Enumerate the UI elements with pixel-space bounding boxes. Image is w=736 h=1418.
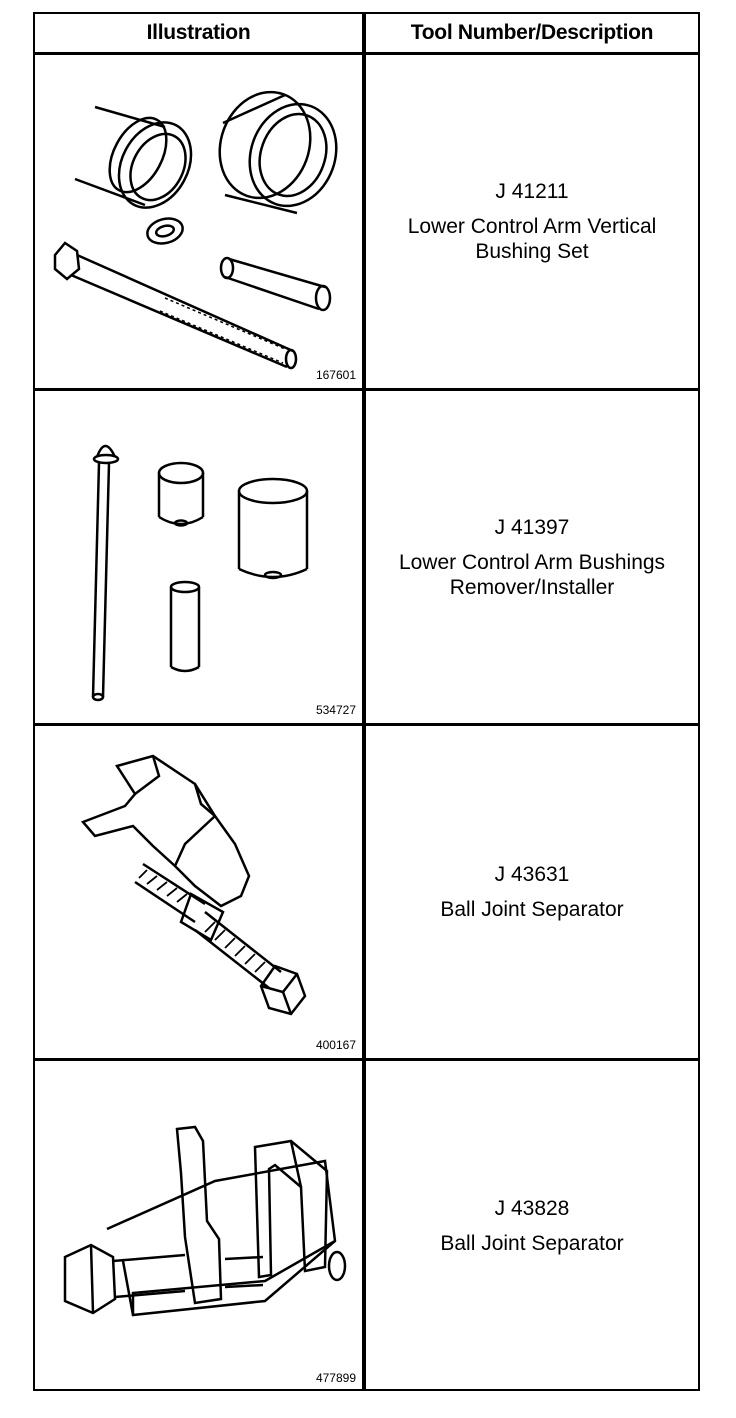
header-illustration: Illustration xyxy=(146,21,251,44)
tool-number: J 41397 xyxy=(494,515,570,539)
tool-description: Ball Joint Separator xyxy=(440,1232,624,1255)
header-tool-description: Tool Number/Description xyxy=(410,21,654,44)
ball-joint-separator-illustration: 477899 xyxy=(35,1061,362,1391)
tool-description: Ball Joint Separator xyxy=(440,898,624,921)
description-cell: J 43828 Ball Joint Separator xyxy=(366,1061,698,1391)
figure-number: 400167 xyxy=(315,1038,356,1052)
table-row: 477899 J 43828 Ball Joint Separator xyxy=(35,1061,698,1391)
figure-number: 534727 xyxy=(315,703,356,717)
figure-number: 477899 xyxy=(315,1371,356,1385)
bushing-set-illustration: 167601 xyxy=(35,55,362,388)
header-divider xyxy=(35,52,698,55)
tool-number: J 41211 xyxy=(495,180,569,203)
row-divider xyxy=(35,1058,698,1061)
table-row: 400167 J 43631 Ball Joint Separator xyxy=(35,726,698,1058)
tool-number: J 43631 xyxy=(494,863,570,886)
row-divider xyxy=(35,388,698,391)
column-divider xyxy=(362,14,366,1389)
table-row: 534727 J 41397 Lower Control Arm Bushing… xyxy=(35,391,698,723)
figure-number: 167601 xyxy=(315,368,356,382)
tool-table: Illustration Tool Number/Description xyxy=(33,12,700,1391)
remover-installer-illustration: 534727 xyxy=(35,391,362,723)
tool-description: Lower Control Arm Bushings Remover/Insta… xyxy=(398,550,666,599)
row-divider xyxy=(35,723,698,726)
table-row: 167601 J 41211 Lower Control Arm Vertica… xyxy=(35,55,698,388)
tool-number: J 43828 xyxy=(494,1197,570,1220)
description-cell: J 43631 Ball Joint Separator xyxy=(366,726,698,1058)
description-cell: J 41397 Lower Control Arm Bushings Remov… xyxy=(366,391,698,723)
ball-joint-separator-illustration: 400167 xyxy=(35,726,362,1058)
tool-description: Lower Control Arm Vertical Bushing Set xyxy=(407,215,657,263)
description-cell: J 41211 Lower Control Arm Vertical Bushi… xyxy=(366,55,698,388)
